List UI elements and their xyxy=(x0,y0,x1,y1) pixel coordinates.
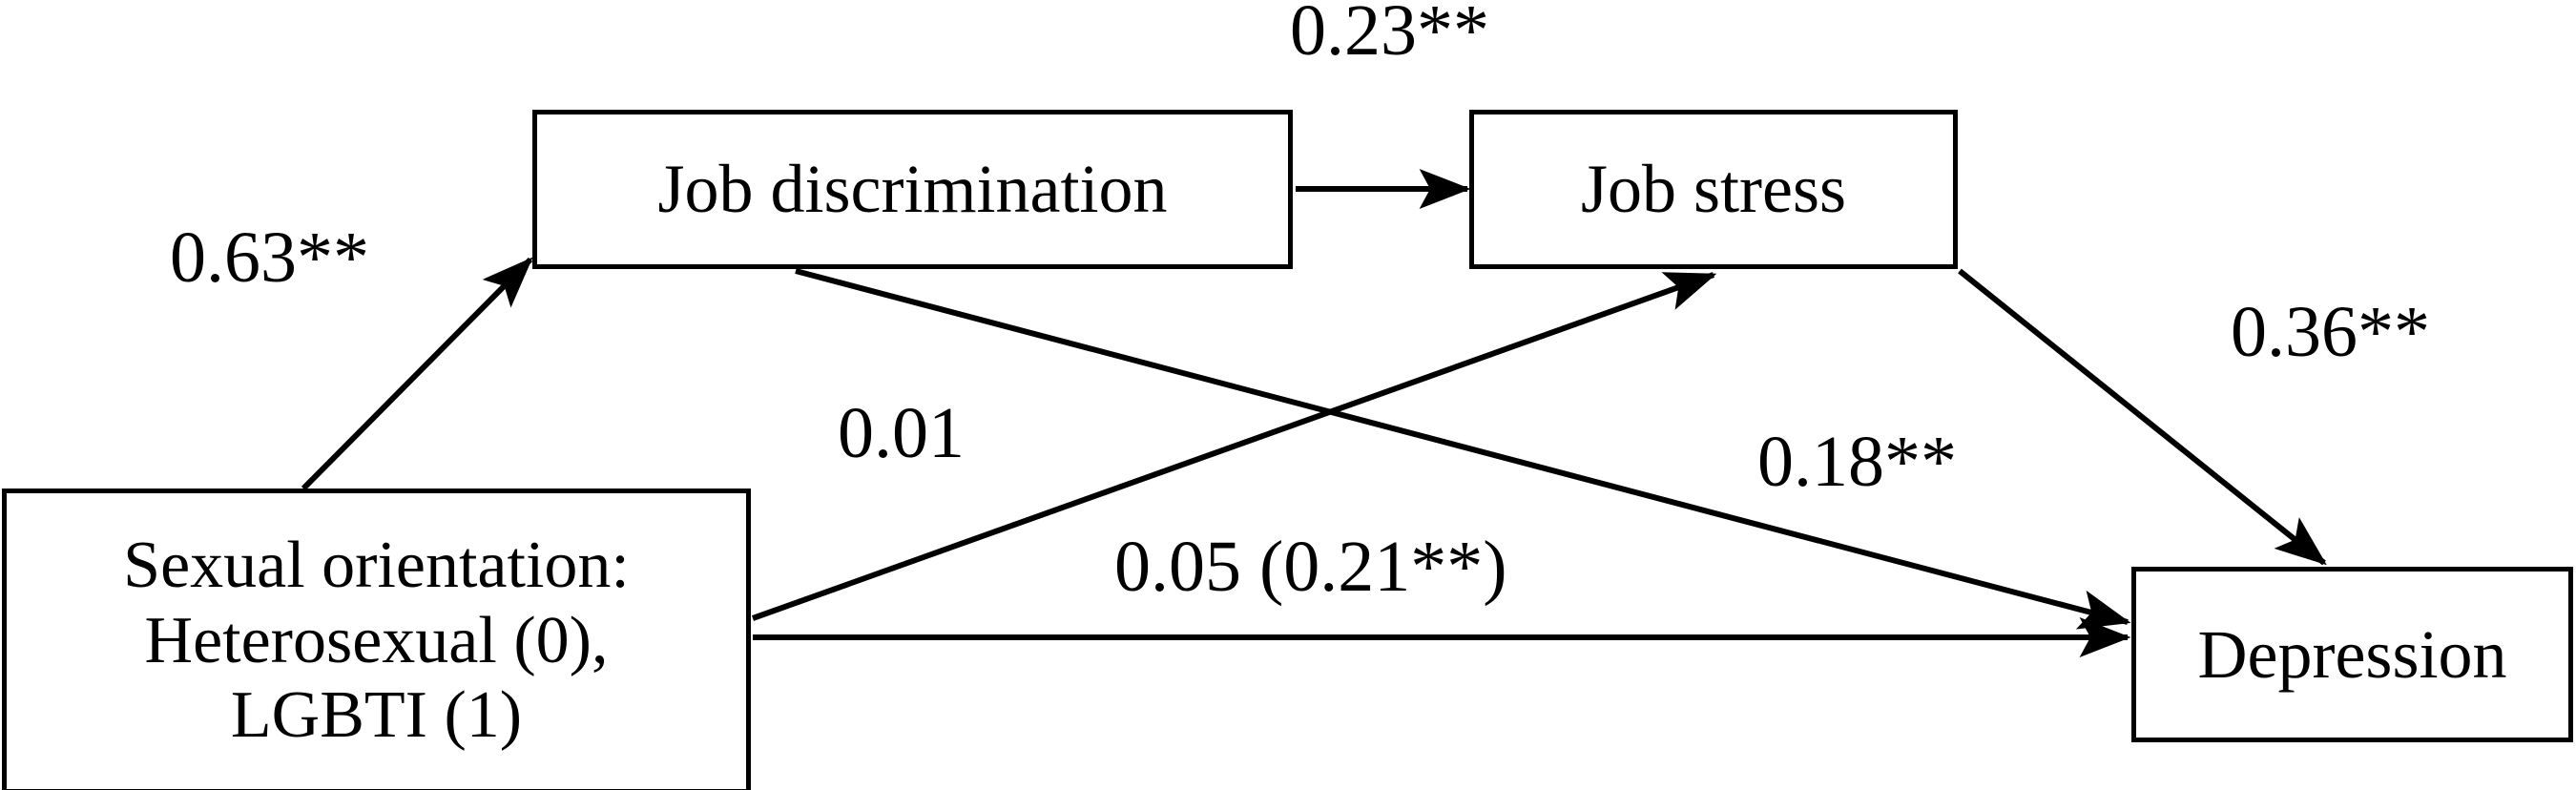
node-depression[interactable]: Depression xyxy=(2131,567,2573,742)
edge-job-stress-to-depression xyxy=(1958,268,2327,566)
node-job-stress[interactable]: Job stress xyxy=(1469,110,1958,269)
node-sexual-orientation[interactable]: Sexual orientation: Heterosexual (0), LG… xyxy=(2,489,751,790)
node-job-discrimination-label: Job discrimination xyxy=(657,151,1168,228)
edge-label-so-to-depression: 0.05 (0.21**) xyxy=(1114,527,1507,607)
edge-label-so-to-job-discrimination: 0.63** xyxy=(170,218,369,298)
edge-label-job-stress-to-depression: 0.36** xyxy=(2231,292,2430,372)
edge-label-so-to-job-stress: 0.01 xyxy=(838,393,965,473)
node-job-discrimination[interactable]: Job discrimination xyxy=(532,110,1293,269)
node-job-stress-label: Job stress xyxy=(1580,151,1846,228)
edge-label-job-discrimination-to-job-stress: 0.23** xyxy=(1290,0,1489,71)
edge-so-to-job-stress xyxy=(751,272,1717,621)
edge-so-to-job-discrimination xyxy=(301,257,533,491)
node-sexual-orientation-label: Sexual orientation: Heterosexual (0), LG… xyxy=(123,529,630,753)
edge-job-discrimination-to-depression xyxy=(795,268,2131,630)
edge-label-job-discrimination-to-depression: 0.18** xyxy=(1757,422,1957,502)
node-depression-label: Depression xyxy=(2197,615,2507,693)
